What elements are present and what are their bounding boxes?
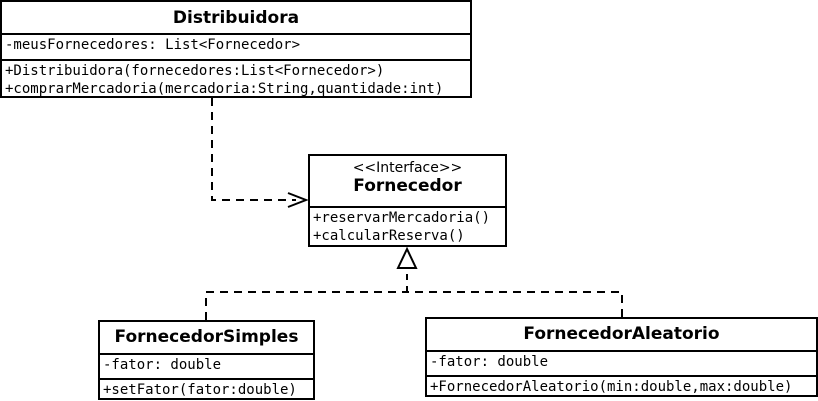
- class-fornecedor-aleatorio: FornecedorAleatorio -fator: double +Forn…: [425, 317, 818, 397]
- class-name: FornecedorSimples: [114, 327, 299, 347]
- class-fornecedor-simples: FornecedorSimples -fator: double +setFat…: [98, 320, 315, 400]
- attributes-section: -fator: double: [100, 355, 313, 378]
- dependency-line: [211, 98, 296, 201]
- class-distribuidora: Distribuidora -meusFornecedores: List<Fo…: [0, 0, 472, 98]
- class-name-box: FornecedorAleatorio: [427, 319, 816, 352]
- attribute: -fator: double: [103, 357, 222, 373]
- method: +FornecedorAleatorio(min:double,max:doub…: [430, 379, 793, 395]
- method: +calcularReserva(): [313, 228, 465, 244]
- methods-section: +setFator(fator:double): [100, 378, 313, 401]
- interface-fornecedor: <<Interface>> Fornecedor +reservarMercad…: [308, 154, 507, 247]
- attribute: -meusFornecedores: List<Fornecedor>: [5, 37, 301, 53]
- class-name: Distribuidora: [172, 8, 300, 28]
- realization-arrowhead: [396, 246, 418, 269]
- method: +Distribuidora(fornecedores:List<Fornece…: [5, 63, 385, 79]
- class-name-box: Distribuidora: [2, 2, 470, 35]
- methods-section: +Distribuidora(fornecedores:List<Fornece…: [2, 59, 470, 100]
- method: +reservarMercadoria(): [313, 210, 491, 226]
- class-name: FornecedorAleatorio: [523, 324, 720, 344]
- class-name-box: <<Interface>> Fornecedor: [310, 156, 505, 208]
- realization-line-simples: [205, 291, 407, 320]
- methods-section: +FornecedorAleatorio(min:double,max:doub…: [427, 375, 816, 398]
- attributes-section: -fator: double: [427, 352, 816, 375]
- stereotype-label: <<Interface>>: [352, 160, 463, 176]
- attribute: -fator: double: [430, 354, 549, 370]
- dependency-arrowhead: [287, 192, 309, 208]
- method: +setFator(fator:double): [103, 382, 297, 398]
- class-name-box: FornecedorSimples: [100, 322, 313, 355]
- method: +comprarMercadoria(mercadoria:String,qua…: [5, 81, 444, 97]
- realization-line-aleatorio: [407, 291, 623, 317]
- methods-section: +reservarMercadoria() +calcularReserva(): [310, 208, 505, 247]
- attributes-section: -meusFornecedores: List<Fornecedor>: [2, 35, 470, 59]
- class-name: Fornecedor: [353, 176, 462, 196]
